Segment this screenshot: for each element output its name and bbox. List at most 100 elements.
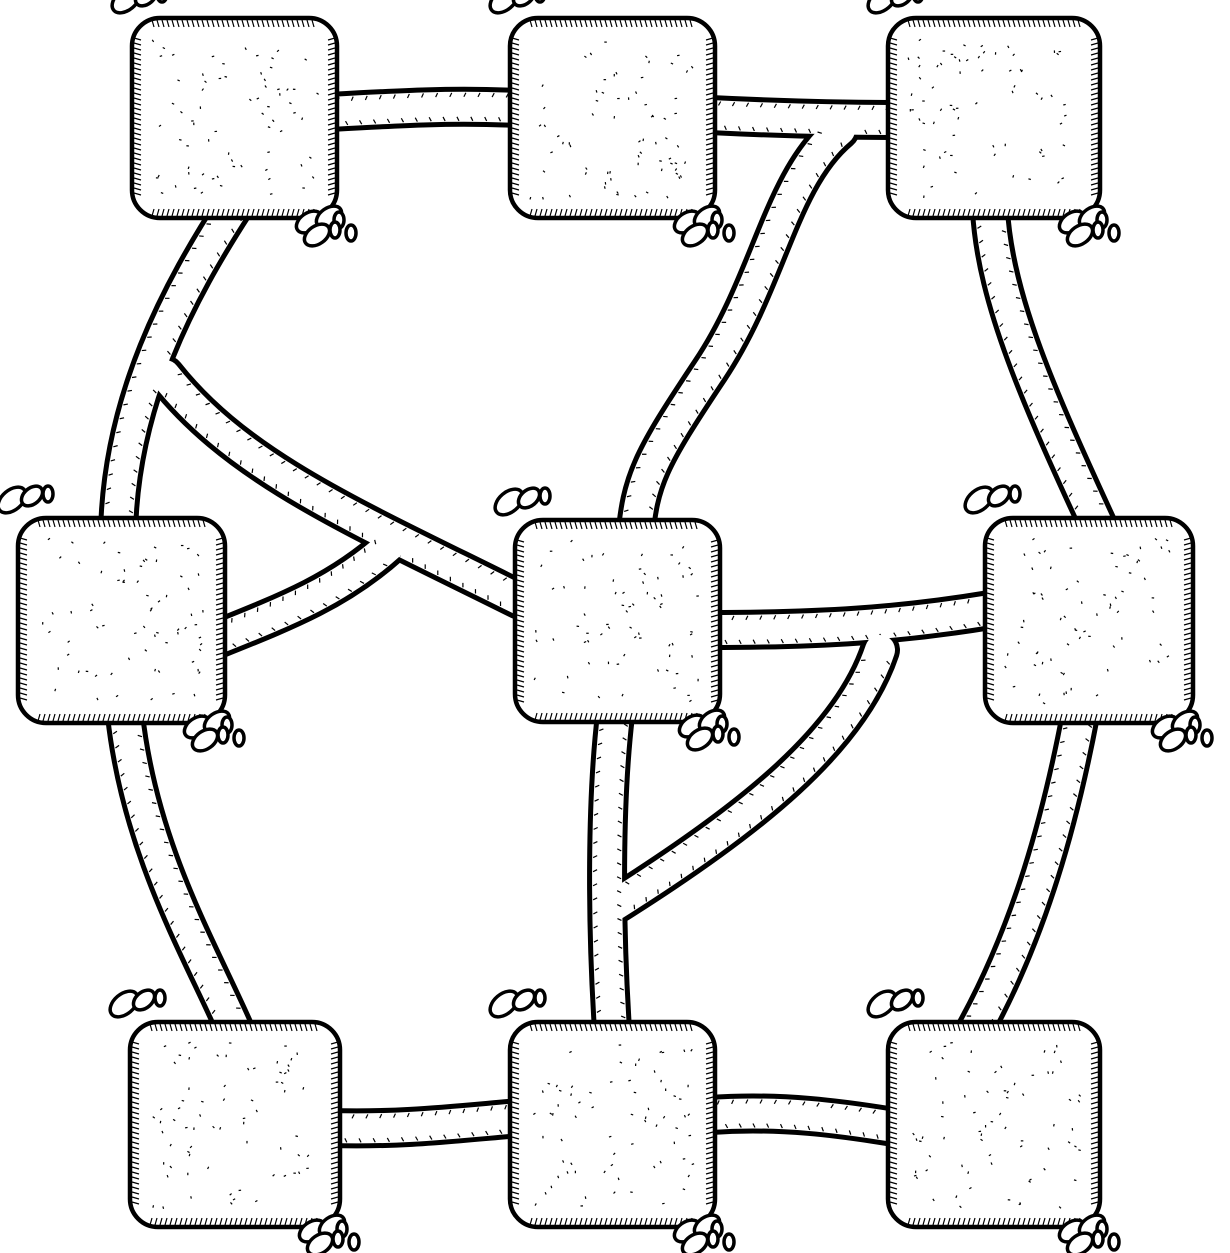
speck (666, 195, 669, 199)
speck (1019, 1145, 1023, 1148)
hatch-mark (131, 1136, 140, 1140)
speck (630, 1113, 634, 1116)
hatch-mark (516, 669, 525, 673)
hatch-mark (309, 1023, 313, 1032)
hatch-mark (710, 584, 719, 588)
corridor-hatch (115, 744, 120, 749)
hatch-mark (549, 19, 553, 28)
corridor-hatch (1060, 740, 1065, 744)
speck (684, 161, 687, 165)
hatch-mark (1183, 627, 1192, 631)
corridor-hatch (457, 1133, 461, 1138)
hatch-mark (1012, 19, 1016, 28)
speck (583, 613, 586, 616)
speck (645, 191, 649, 194)
speck (938, 156, 941, 159)
speck (202, 609, 204, 613)
corridor-hatch (236, 429, 241, 433)
corridor-hatch (766, 639, 770, 644)
room-bottom-center (488, 988, 736, 1253)
hatch-mark (1183, 607, 1192, 611)
corridor-hatch (682, 842, 688, 846)
room-edge-hatching (511, 19, 714, 217)
speck (978, 1130, 982, 1133)
hatch-mark (982, 19, 986, 28)
hatch-mark (986, 627, 995, 631)
speck (915, 1138, 918, 1142)
hatch-mark (159, 1217, 163, 1226)
speck (655, 1124, 658, 1128)
corridor-hatch (796, 208, 801, 213)
hatch-mark (889, 172, 898, 176)
speck (163, 1045, 167, 1048)
corridor-hatch (625, 881, 630, 885)
speck (600, 633, 603, 636)
corridor-middle-center-to-bottom-center-texture (592, 723, 629, 1019)
hatch-mark (19, 647, 28, 651)
hatch-mark (986, 647, 995, 651)
hatch-mark (516, 569, 525, 573)
hatch-mark (511, 117, 520, 121)
corridor-hatch (592, 855, 598, 859)
speck (1154, 538, 1158, 541)
speck (150, 697, 154, 701)
speck (256, 97, 260, 100)
corridor-hatch (680, 432, 684, 438)
corridor-hatch (130, 814, 135, 819)
rock-icon (706, 220, 720, 240)
speck (142, 559, 146, 563)
hatch-mark (215, 572, 224, 576)
speck (942, 1101, 944, 1104)
hatch-mark (172, 519, 176, 528)
hatch-mark (654, 521, 658, 530)
hatch-mark (42, 519, 46, 528)
corridor-hatch (1008, 270, 1014, 273)
rock-icon (1184, 725, 1198, 745)
hatch-mark (937, 1217, 941, 1226)
speck (563, 585, 566, 589)
speck (566, 1171, 569, 1174)
corridor-hatch (1041, 901, 1046, 906)
hatch-mark (215, 637, 224, 641)
hatch-mark (589, 1217, 593, 1226)
speck (912, 1132, 915, 1136)
corridor-hatch (752, 311, 757, 317)
hatch-mark (19, 547, 28, 551)
hatch-mark (889, 102, 898, 106)
room-bottom-right (866, 988, 1121, 1253)
hatch-mark (679, 712, 683, 721)
hatch-mark (42, 713, 46, 722)
hatch-mark (511, 1116, 520, 1120)
corridor-hatch (463, 92, 467, 98)
hatch-mark (187, 519, 191, 528)
speck (574, 1115, 577, 1119)
corridor-hatch (358, 120, 363, 125)
speck (224, 75, 228, 78)
speck (687, 1174, 690, 1178)
corridor-hatch (1076, 779, 1081, 784)
speck (156, 631, 159, 634)
corridor-hatch (808, 637, 813, 643)
hatch-mark (889, 57, 898, 61)
speck (1063, 103, 1066, 106)
rubble-icon (672, 204, 736, 248)
speck (201, 88, 204, 91)
hatch-mark (147, 519, 151, 528)
corridor-hatch (119, 417, 125, 420)
hatch-mark (516, 674, 525, 678)
corridor-hatch (848, 1130, 852, 1135)
speck (615, 71, 618, 75)
speck (560, 1138, 563, 1142)
hatch-mark (511, 187, 520, 191)
hatch-mark (604, 208, 608, 217)
corridor-hatch (148, 868, 153, 873)
corridor-hatch (593, 826, 598, 830)
hatch-mark (942, 1023, 946, 1032)
corridor-hatch (163, 841, 169, 844)
rubble-icon (1057, 204, 1121, 248)
room-middle-center (493, 486, 741, 752)
speck (557, 1104, 559, 1107)
hatch-mark (511, 192, 520, 196)
hatch-mark (157, 713, 161, 722)
corridor-hatch (316, 482, 321, 486)
